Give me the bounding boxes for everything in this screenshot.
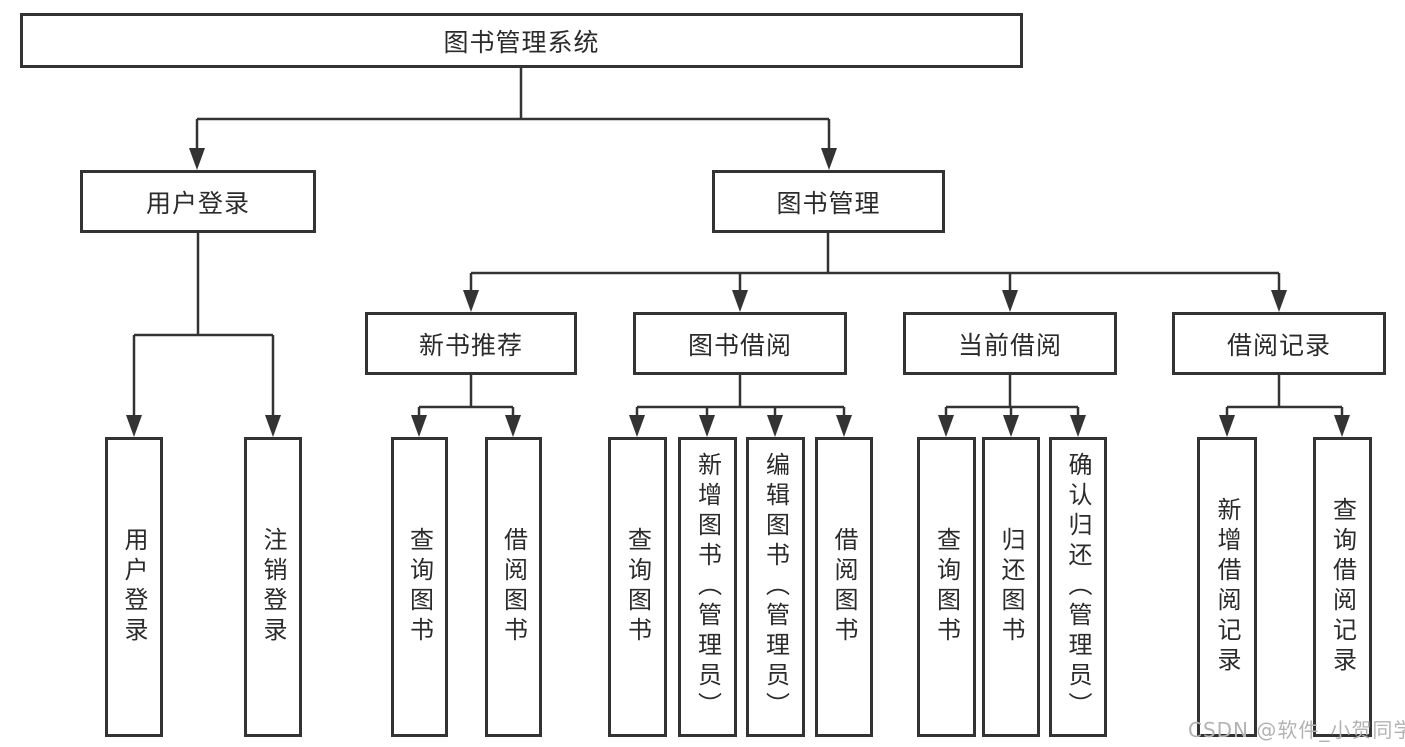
node-label: 图书借阅 [687,330,792,360]
arrow-icon [1002,290,1018,312]
connector-book-borrow-to-leaves [635,375,846,419]
arrow-icon [1003,415,1019,437]
connector-current-borrow-to-leaves [944,375,1080,419]
node-borrow-records: 借阅记录 [1172,312,1386,375]
node-book-borrow: 图书借阅 [633,312,847,375]
connector-root-to-level1 [195,68,831,152]
arrow-icon [1334,415,1350,437]
leaf-query-borrow-record: 查询借阅记录 [1313,437,1372,737]
leaf-label: 查询借阅记录 [1328,497,1357,677]
leaf-label: 借阅图书 [830,527,858,647]
leaf-label: 查询图书 [932,527,961,647]
arrow-icon [505,415,521,437]
node-root-system: 图书管理系统 [20,13,1023,68]
arrow-icon [1271,290,1287,312]
arrow-icon [938,415,954,437]
node-label: 借阅记录 [1226,330,1331,360]
node-label: 新书推荐 [418,330,523,360]
leaf-label: 新增图书（管理员） [693,452,722,722]
leaf-label: 借阅图书 [499,527,528,647]
arrow-icon [463,290,479,312]
leaf-return-books: 归还图书 [982,437,1040,737]
leaf-label: 注销登录 [259,527,287,647]
node-label: 图书管理 [776,188,881,218]
arrow-icon [189,148,205,170]
leaf-label: 新增借阅记录 [1213,497,1241,677]
leaf-query-books: 查询图书 [608,437,667,737]
arrow-icon [821,148,837,170]
leaf-label: 编辑图书（管理员） [761,452,790,722]
leaf-logout: 注销登录 [244,437,302,737]
arrow-icon [126,415,142,437]
connector-book-mgmt-to-level2 [469,233,1281,294]
leaf-label: 查询图书 [623,527,652,647]
arrow-icon [767,415,783,437]
leaf-add-borrow-record: 新增借阅记录 [1197,437,1257,737]
leaf-label: 查询图书 [405,527,434,647]
arrow-icon [1219,415,1235,437]
node-label: 用户登录 [145,188,250,218]
leaf-label: 归还图书 [997,527,1025,647]
arrow-icon [1070,415,1086,437]
leaf-query-books: 查询图书 [391,437,448,737]
node-new-book-recommend: 新书推荐 [365,312,577,375]
arrow-icon [629,415,645,437]
arrow-icon [732,290,748,312]
leaf-confirm-return-admin: 确认归还（管理员） [1049,437,1107,737]
connector-new-book-to-leaves [417,375,515,419]
node-user-login: 用户登录 [80,170,316,233]
csdn-watermark: CSDN @软件_小贺同学 [1188,718,1405,742]
node-label: 图书管理系统 [443,27,600,57]
node-book-management: 图书管理 [712,170,945,233]
leaf-query-books: 查询图书 [917,437,976,737]
arrow-icon [699,415,715,437]
arrow-icon [836,415,852,437]
leaf-borrow-books: 借阅图书 [485,437,542,737]
arrow-icon [265,415,281,437]
leaf-edit-books-admin: 编辑图书（管理员） [746,437,805,737]
node-current-borrow: 当前借阅 [903,312,1117,375]
leaf-label: 用户登录 [120,527,148,647]
leaf-user-login: 用户登录 [105,437,163,737]
node-label: 当前借阅 [957,330,1062,360]
leaf-add-books-admin: 新增图书（管理员） [678,437,737,737]
connector-records-to-leaves [1225,375,1344,419]
leaf-borrow-books: 借阅图书 [815,437,873,737]
leaf-label: 确认归还（管理员） [1064,452,1092,722]
connector-user-login-to-leaves [132,233,275,419]
arrow-icon [411,415,427,437]
